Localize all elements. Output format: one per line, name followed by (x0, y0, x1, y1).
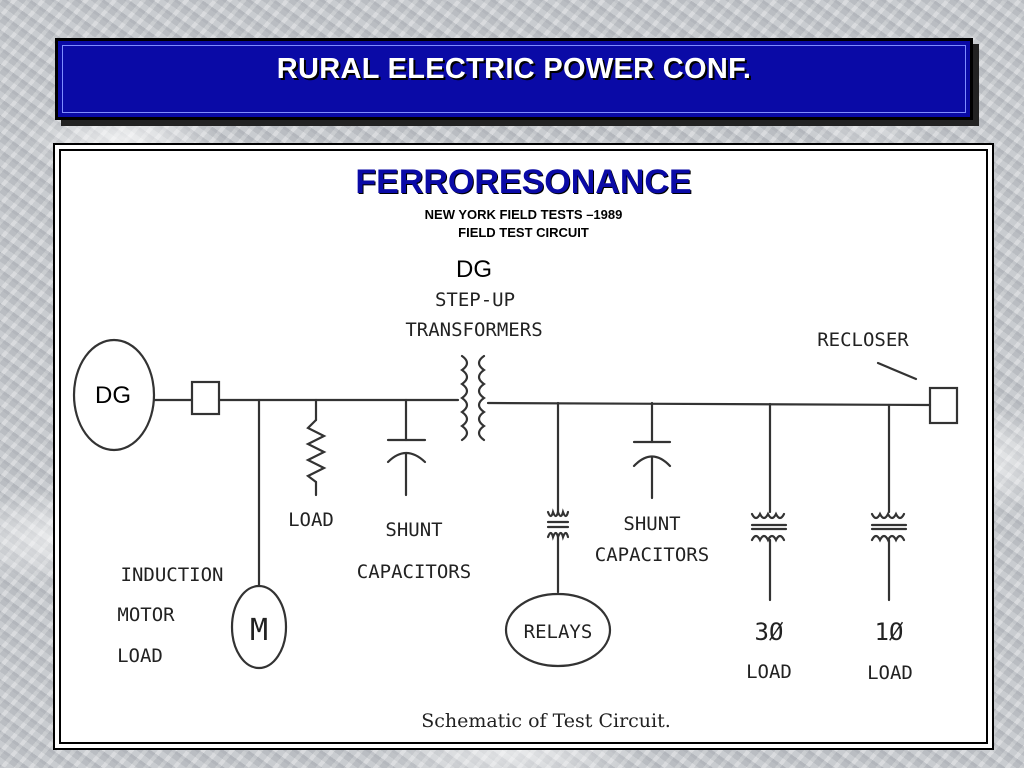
slide-subtitle-circuit: FIELD TEST CIRCUIT (458, 225, 589, 240)
header-banner-inner-border (62, 45, 966, 113)
shunt-right-label-line1: SHUNT (623, 513, 680, 535)
slide-panel-inner-border (59, 149, 988, 744)
left-breaker-symbol (190, 380, 221, 416)
slide-title: FERRORESONANCE (355, 163, 692, 201)
step-up-transformer-symbol (460, 354, 486, 442)
induction-label-line1: INDUCTION (121, 564, 224, 586)
shunt-left-label-line2: CAPACITORS (357, 561, 471, 583)
schematic-caption: Schematic of Test Circuit. (421, 710, 671, 732)
three-phase-label-line2: LOAD (746, 661, 792, 683)
right-bus-line (486, 401, 932, 407)
single-phase-label-line1: 1Ø (875, 618, 904, 646)
shunt-left-label-line1: SHUNT (385, 519, 442, 541)
single-phase-label-line2: LOAD (867, 662, 913, 684)
relays-label: RELAYS (524, 621, 593, 643)
three-phase-label-line1: 3Ø (755, 618, 784, 646)
three-phase-transformer-symbol (750, 511, 786, 543)
header-banner: RURAL ELECTRIC POWER CONF. (55, 38, 973, 120)
relays-symbol (504, 592, 612, 668)
load-label: LOAD (288, 509, 334, 531)
conference-title: RURAL ELECTRIC POWER CONF. (276, 52, 752, 85)
induction-label-line2: MOTOR (117, 604, 175, 626)
recloser-symbol (928, 386, 959, 425)
step-up-label-line1: STEP-UP (435, 289, 515, 311)
dg-generator-label: DG (95, 382, 131, 409)
dg-top-label: DG (456, 256, 492, 283)
slide-panel: FERRORESONANCE NEW YORK FIELD TESTS –198… (53, 143, 994, 750)
induction-motor-symbol (230, 584, 288, 670)
shunt-right-label-line2: CAPACITORS (595, 544, 709, 566)
recloser-label: RECLOSER (817, 329, 909, 351)
dg-generator-symbol (72, 338, 156, 452)
single-phase-transformer-symbol (870, 511, 906, 543)
motor-label: M (250, 613, 268, 648)
step-up-label-line2: TRANSFORMERS (405, 319, 542, 341)
slide-subtitle-tests: NEW YORK FIELD TESTS –1989 (424, 207, 623, 222)
induction-label-line3: LOAD (117, 645, 163, 667)
load-resistor-symbol (305, 418, 327, 484)
